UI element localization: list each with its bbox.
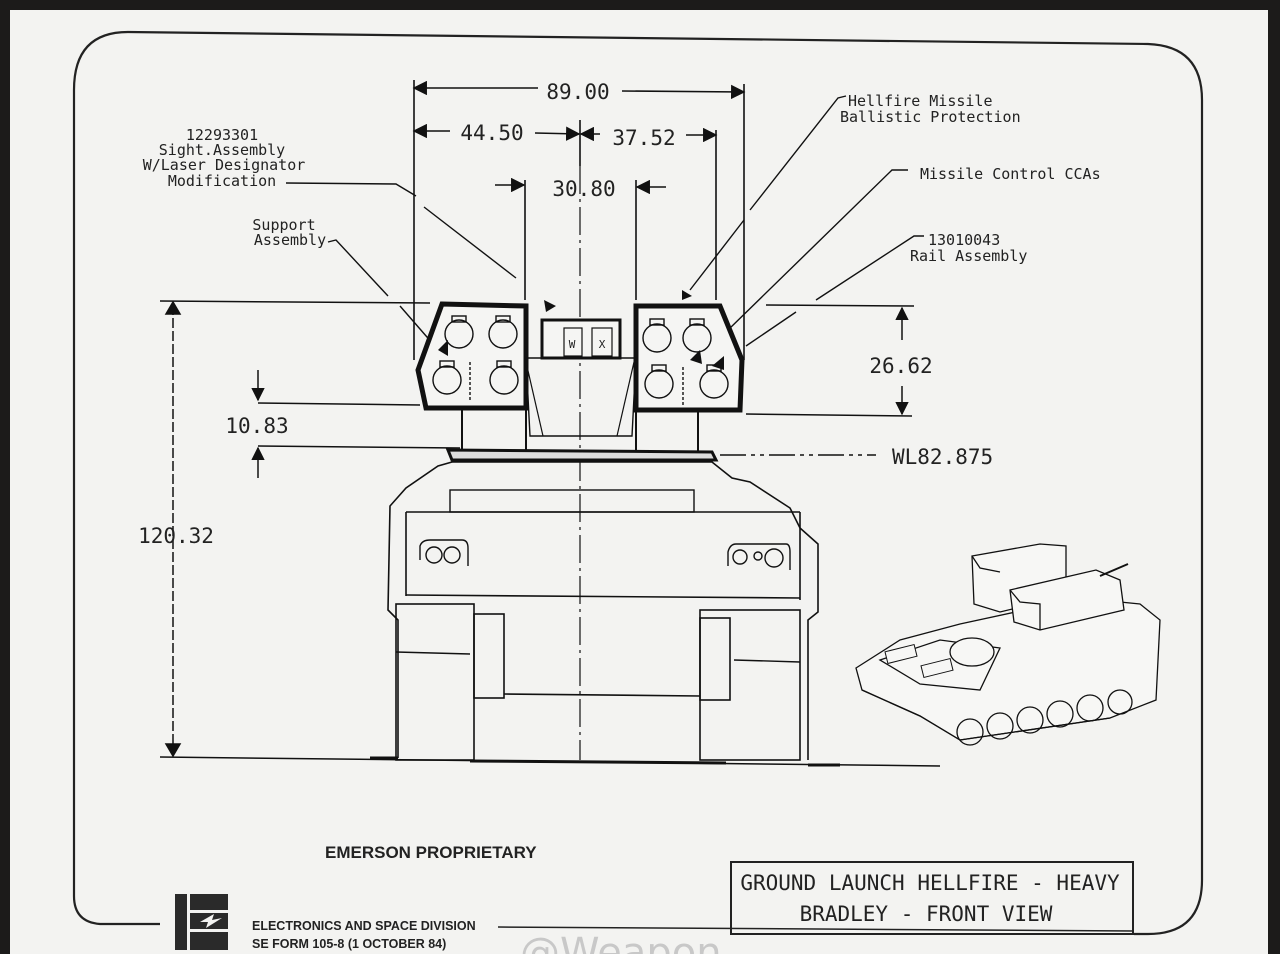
drawing-sheet bbox=[10, 10, 1268, 954]
iso-road-wheels bbox=[956, 689, 1133, 746]
callout-ccas-line1: Missile Control CCAs bbox=[920, 165, 1101, 183]
track-right bbox=[699, 609, 801, 761]
missile-tubes-left bbox=[432, 315, 519, 402]
launcher-pod-right bbox=[633, 303, 745, 413]
dimension-group-top bbox=[412, 80, 746, 760]
dim-base-height: 10.83 bbox=[225, 414, 288, 438]
sight-assembly-box bbox=[540, 318, 622, 360]
callout-sight-part-number: 12293301 bbox=[186, 126, 258, 144]
callout-rail-part-number: 13010043 bbox=[928, 231, 1000, 249]
missile-tubes-right bbox=[642, 318, 729, 406]
window-mark-x: X bbox=[599, 338, 606, 351]
iso-gun-barrel bbox=[1099, 563, 1129, 577]
dim-left-half-width: 44.50 bbox=[460, 121, 523, 145]
callout-sight-line1: Sight.Assembly bbox=[159, 141, 285, 159]
headlight-right bbox=[727, 543, 791, 570]
title-block: GROUND LAUNCH HELLFIRE - HEAVY BRADLEY -… bbox=[730, 861, 1134, 935]
dimension-group-right bbox=[720, 304, 915, 456]
front-view-vehicle bbox=[370, 290, 840, 767]
title-line-2: BRADLEY - FRONT VIEW bbox=[800, 902, 1053, 926]
callout-rail-line1: Rail Assembly bbox=[910, 247, 1027, 265]
callout-ballistic-line2: Ballistic Protection bbox=[840, 108, 1021, 126]
callout-ballistic-line1: Hellfire Missile bbox=[848, 92, 993, 110]
title-line-1: GROUND LAUNCH HELLFIRE - HEAVY bbox=[740, 871, 1120, 895]
track-left bbox=[395, 603, 475, 761]
footer-logo bbox=[175, 894, 228, 950]
callout-sight-line2: W/Laser Designator bbox=[143, 156, 306, 174]
window-mark-w: W bbox=[569, 338, 576, 351]
drawing-border bbox=[127, 30, 1204, 936]
dimension-group-left bbox=[159, 300, 941, 767]
dim-center-gap-width: 30.80 bbox=[552, 177, 615, 201]
callout-rail-assembly: 13010043 Rail Assembly bbox=[745, 231, 1027, 347]
callout-sight-line3: Modification bbox=[168, 172, 276, 190]
callout-support-assembly: Support Assembly bbox=[252, 216, 441, 353]
footer-division: ELECTRONICS AND SPACE DIVISION bbox=[252, 919, 476, 933]
dim-launcher-height: 26.62 bbox=[869, 354, 932, 378]
dim-right-offset-width: 37.52 bbox=[612, 126, 675, 150]
footer-rule bbox=[497, 926, 1135, 932]
dim-overall-width: 89.00 bbox=[546, 80, 609, 104]
callout-support-line2: Assembly bbox=[254, 231, 326, 249]
callout-support-line1: Support bbox=[252, 216, 315, 234]
watermark-text: @Weapon bbox=[520, 930, 722, 954]
iso-engine-vents bbox=[884, 643, 954, 679]
launcher-base-plate bbox=[445, 448, 719, 462]
headlight-left bbox=[419, 539, 469, 566]
dim-waterline: WL82.875 bbox=[892, 445, 993, 469]
lightning-bolt-icon bbox=[200, 914, 222, 928]
callout-ballistic-protection: Hellfire Missile Ballistic Protection bbox=[689, 92, 1021, 291]
iso-hull bbox=[855, 597, 1161, 741]
callout-sight-assembly: 12293301 Sight.Assembly W/Laser Designat… bbox=[143, 126, 517, 279]
drawing-border-left bbox=[72, 30, 160, 926]
isometric-vehicle-view bbox=[855, 543, 1161, 746]
proprietary-notice: EMERSON PROPRIETARY bbox=[325, 843, 537, 862]
callout-control-ccas: Missile Control CCAs bbox=[727, 165, 1101, 331]
iso-turret-dome bbox=[949, 637, 995, 667]
iso-launcher-pod-front bbox=[1009, 569, 1125, 631]
footer-form-number: SE FORM 105-8 (1 OCTOBER 84) bbox=[252, 937, 446, 951]
dim-overall-height: 120.32 bbox=[138, 524, 214, 548]
